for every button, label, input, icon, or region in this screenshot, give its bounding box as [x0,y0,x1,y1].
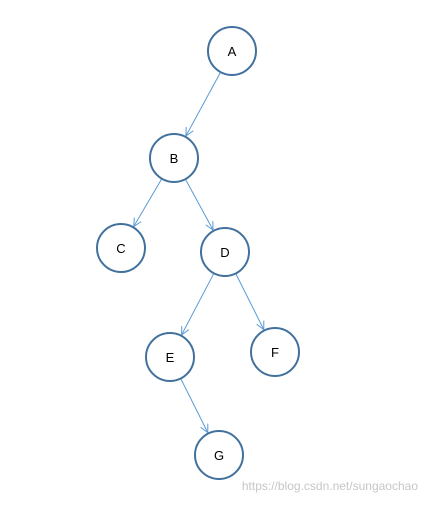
node-label-d: D [220,245,229,260]
node-circle-c [96,223,146,273]
tree-node-c: C [96,223,146,273]
edge-d-e [182,273,215,335]
nodes-layer: A B C D E F G [96,26,300,480]
edge-e-g [180,378,208,433]
tree-node-e: E [145,332,195,382]
node-circle-d [200,227,250,277]
node-circle-f [250,327,300,377]
edge-d-f [235,273,264,330]
node-label-c: C [116,241,125,256]
tree-node-g: G [194,430,244,480]
node-label-b: B [170,151,179,166]
node-label-e: E [166,350,175,365]
edges-layer [134,71,264,433]
tree-node-a: A [207,26,257,76]
node-circle-e [145,332,195,382]
edge-b-c [134,178,163,227]
node-circle-g [194,430,244,480]
edge-b-d [184,178,213,230]
node-label-g: G [214,448,224,463]
tree-node-b: B [149,133,199,183]
node-label-f: F [271,345,279,360]
node-circle-b [149,133,199,183]
node-circle-a [207,26,257,76]
watermark-text: https://blog.csdn.net/sungaochao [241,479,418,493]
node-label-a: A [228,44,237,59]
tree-node-f: F [250,327,300,377]
edge-a-b [186,71,222,136]
tree-node-d: D [200,227,250,277]
